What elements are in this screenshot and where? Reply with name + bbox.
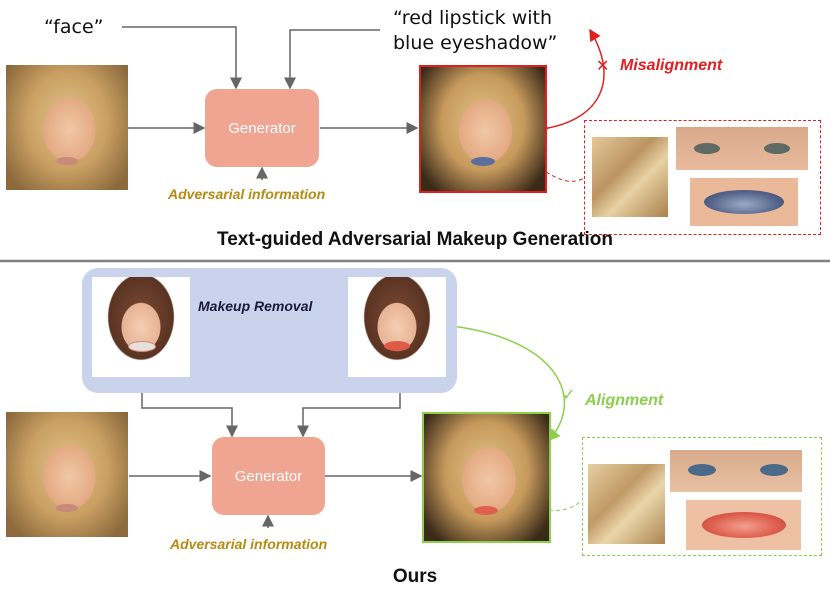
right-eye bbox=[760, 464, 788, 476]
left-eye bbox=[694, 143, 720, 154]
input-face-top bbox=[6, 65, 128, 190]
red-smile bbox=[384, 341, 410, 351]
alignment-label: Alignment bbox=[585, 392, 664, 409]
lips bbox=[56, 504, 78, 512]
left-eye bbox=[688, 464, 716, 476]
arrow-makeup-prompt-to-generator bbox=[284, 29, 380, 90]
zoom-link-bottom bbox=[548, 501, 581, 511]
zoom-link-top bbox=[545, 171, 586, 182]
makeup-reference bbox=[348, 277, 446, 377]
output-face-top bbox=[419, 65, 547, 193]
misalignment-x-icon: ✕ bbox=[596, 58, 610, 75]
zoom-panel-top bbox=[584, 120, 821, 235]
arrow-makeup-ref-to-generator bbox=[297, 392, 401, 438]
blue-lips-zoom bbox=[704, 190, 784, 214]
lips-crop-top bbox=[690, 178, 798, 226]
lips bbox=[56, 157, 78, 165]
blue-lips bbox=[471, 157, 495, 166]
alignment-curve bbox=[440, 318, 565, 442]
adversarial-info-bottom: Adversarial information bbox=[170, 536, 328, 552]
red-lips-zoom bbox=[702, 512, 786, 538]
eyes-crop-bottom bbox=[670, 450, 802, 492]
red-lips bbox=[474, 506, 498, 515]
eyes-crop-top bbox=[676, 127, 808, 170]
zoom-panel-bottom bbox=[582, 437, 822, 556]
top-section-title: Text-guided Adversarial Makeup Generatio… bbox=[217, 229, 613, 250]
removed-makeup-reference bbox=[92, 277, 190, 377]
hair-crop-bottom bbox=[588, 464, 665, 544]
arrow-removed-ref-to-generator bbox=[141, 392, 238, 438]
right-eye bbox=[764, 143, 790, 154]
misalignment-label: Misalignment bbox=[620, 57, 723, 74]
input-face-bottom bbox=[6, 412, 128, 537]
generator-box-bottom: Generator bbox=[212, 437, 325, 515]
arrow-face-prompt-to-generator bbox=[122, 26, 242, 90]
lips-crop-bottom bbox=[686, 500, 801, 550]
makeup-prompt-line2: blue eyeshadow” bbox=[393, 32, 558, 54]
misalignment-curve bbox=[536, 28, 605, 136]
makeup-prompt-line1: “red lipstick with bbox=[393, 7, 553, 29]
adversarial-info-top: Adversarial information bbox=[168, 186, 326, 202]
output-face-bottom bbox=[422, 412, 551, 543]
hair-crop-top bbox=[592, 137, 668, 217]
face-prompt: “face” bbox=[44, 16, 104, 38]
alignment-check-icon: ✓ bbox=[562, 387, 576, 404]
smile bbox=[128, 341, 156, 352]
bottom-section-title: Ours bbox=[392, 566, 438, 587]
generator-box-top: Generator bbox=[205, 89, 319, 167]
makeup-removal-label: Makeup Removal bbox=[198, 298, 313, 314]
